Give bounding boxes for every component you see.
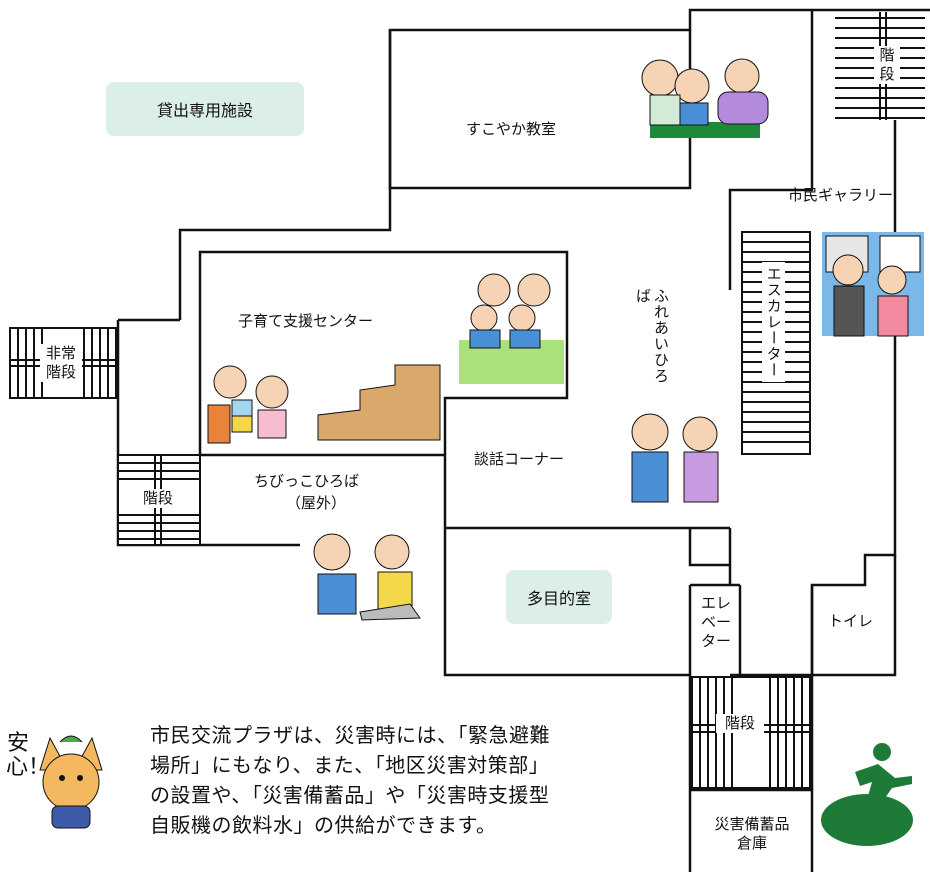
label-gallery: 市民ギャラリー [788,186,894,204]
label-stairs-top: 階 段 [874,46,900,84]
label-fureai: ふれあいひろば [634,288,670,384]
mascot-anshin-text: 安心！ [6,731,51,780]
gallery-illustration [822,232,924,337]
blocks-illustration [207,364,441,444]
label-rental-facility: 貸出専用施設 [106,82,304,136]
wall-top [178,8,930,320]
sukoyaka-illustration [641,58,769,138]
note-line: 場所」にもなり、また、「地区災害対策部」 [150,753,550,777]
label-danwa: 談話コーナー [474,450,565,468]
label-chibikko: ちびっこひろば [254,472,360,490]
label-emergency-stairs: 非常 階段 [40,344,82,382]
note-line: 市民交流プラザは、災害時には、「緊急避難 [150,723,550,747]
label-kosodate: 子育て支援センター [238,312,374,330]
label-stairs-left: 階段 [136,489,180,508]
label-storage: 災害備蓄品 倉庫 [696,815,808,853]
mascot-icon [39,735,103,829]
label-escalator: エスカレーター [762,262,785,382]
danwa-illustration [631,413,719,503]
label-tamokuteki: 多目的室 [506,570,612,624]
label-elevator: エレ ベー ター [694,594,738,651]
exit-runner-icon [821,743,913,846]
kosodate-illustration [459,273,564,384]
note-line: の設置や、「災害備蓄品」や「災害時支援型 [150,783,550,807]
disaster-note: 市民交流プラザは、災害時には、「緊急避難 場所」にもなり、また、「地区災害対策部… [150,720,650,840]
label-outdoor: （屋外） [286,494,347,512]
note-line: 自販機の飲料水」の供給ができます。 [150,813,497,837]
label-stairs-bottom: 階段 [716,714,764,733]
label-toilet: トイレ [828,612,874,630]
label-sukoyaka: すこやか教室 [466,120,557,138]
chibikko-illustration [313,533,421,621]
